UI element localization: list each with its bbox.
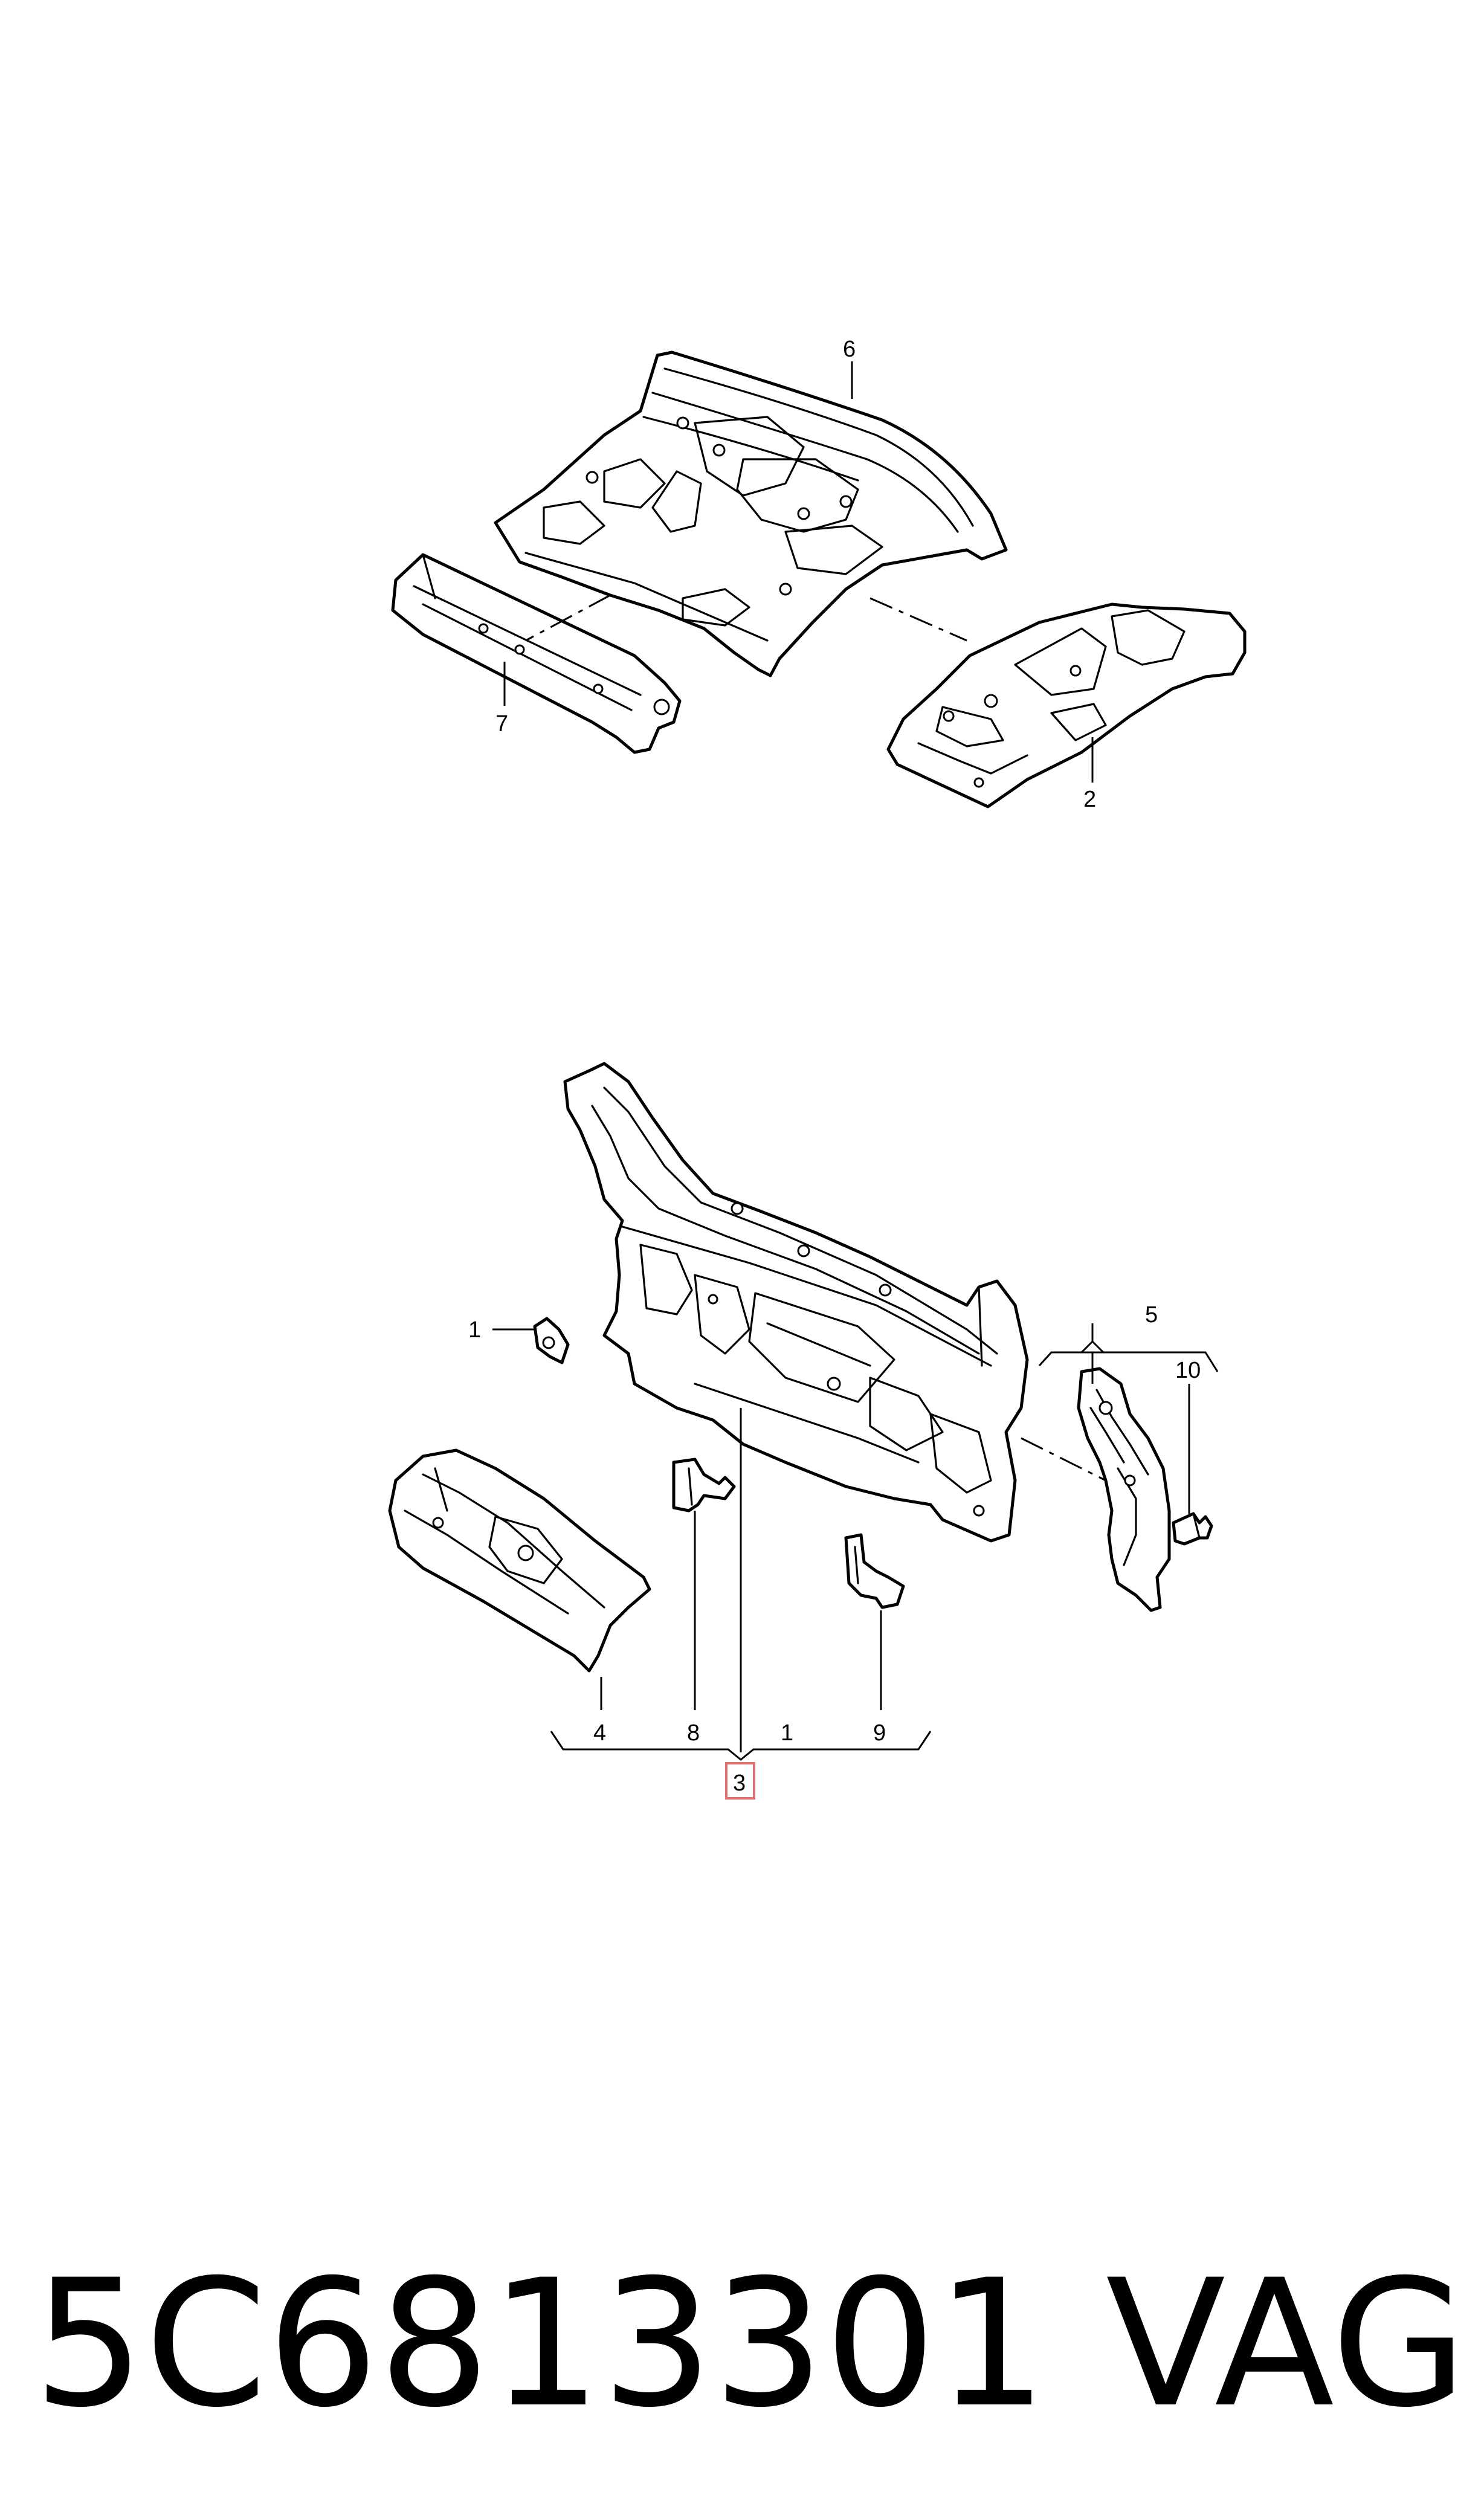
callout-8: 8 xyxy=(687,1720,700,1746)
callout-3: 3 xyxy=(733,1771,746,1796)
part-6-rear-floor-pan xyxy=(494,350,1008,677)
connection-line-6-7 xyxy=(525,594,611,642)
group-bracket-3 xyxy=(550,1731,932,1761)
callout-1: 1 xyxy=(468,1317,481,1343)
callout-5: 5 xyxy=(1145,1302,1158,1328)
callout-9: 9 xyxy=(873,1720,886,1746)
leader-5-bracket xyxy=(1038,1323,1219,1372)
callout-10: 10 xyxy=(1175,1358,1201,1383)
connection-line-6-2 xyxy=(869,597,967,642)
connection-line-3-5 xyxy=(1021,1437,1106,1482)
brand-text: VAG xyxy=(1106,2242,1467,2446)
callout-7: 7 xyxy=(495,711,508,737)
part-1-small-bracket xyxy=(533,1317,570,1364)
part-9-bracket xyxy=(844,1533,905,1609)
part-4-side-member xyxy=(388,1448,651,1673)
callout-6: 6 xyxy=(843,337,856,362)
part-10-bolt xyxy=(1172,1512,1213,1546)
callout-4: 4 xyxy=(593,1720,606,1746)
part-2-rear-floor-section xyxy=(886,602,1247,809)
part-3-rear-panel xyxy=(563,1062,1029,1543)
callout-2: 2 xyxy=(1083,787,1096,812)
callout-3-highlight-box xyxy=(725,1762,755,1800)
part-8-bracket xyxy=(672,1458,736,1512)
part-number-text: 5C6813301 xyxy=(33,2242,1048,2446)
part-7-cross-member xyxy=(391,553,682,754)
part-5-side-panel xyxy=(1077,1367,1171,1612)
callout-1-lower: 1 xyxy=(781,1720,793,1746)
